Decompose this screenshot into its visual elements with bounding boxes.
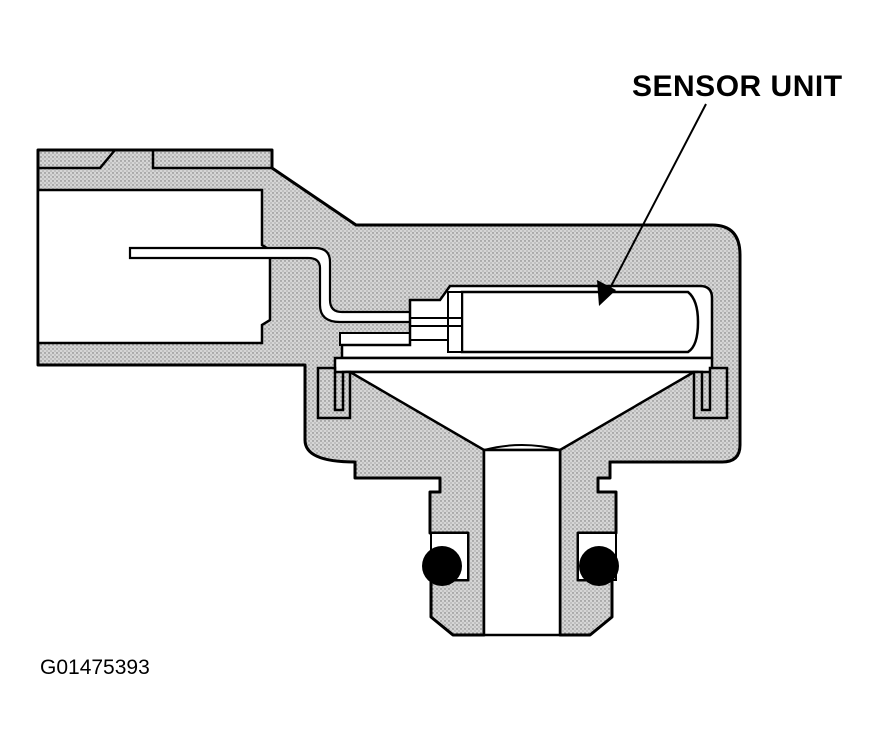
o-ring-left <box>422 546 462 586</box>
sensor-element-edge <box>447 291 463 353</box>
mounting-tab-right <box>692 366 729 420</box>
sensor-element <box>460 290 700 354</box>
sensor-unit-label: SENSOR UNIT <box>632 70 843 103</box>
callout-leader-line <box>606 103 707 295</box>
internal-cavity <box>339 332 411 346</box>
o-ring-right <box>579 546 619 586</box>
mounting-tab-left <box>316 366 352 420</box>
pressure-port-bore-top <box>483 444 561 451</box>
pressure-port-bore <box>482 448 562 637</box>
connector-top-notch <box>38 149 272 170</box>
connector-socket <box>36 188 272 345</box>
callout-arrowhead <box>597 280 616 306</box>
figure-id: G01475393 <box>40 656 150 679</box>
sensor-base-plate <box>333 356 714 374</box>
sensor-leads <box>410 317 462 341</box>
